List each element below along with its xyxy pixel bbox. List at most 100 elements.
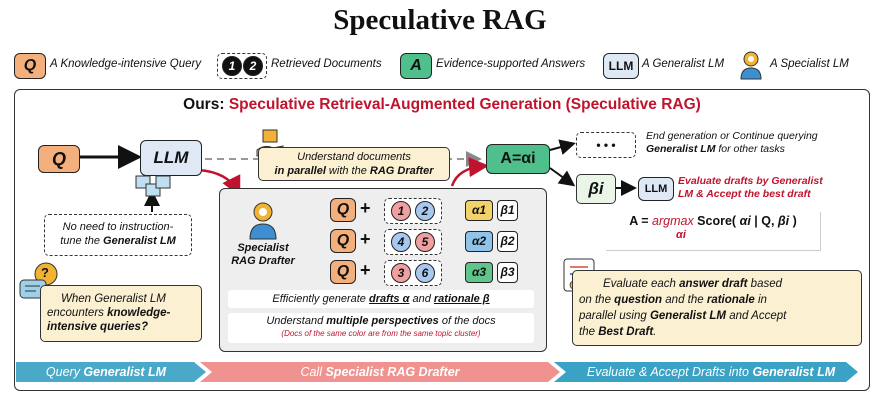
drafter-line1: Specialist (237, 242, 289, 254)
row2-query: Q (330, 229, 356, 253)
formula-b: Score( (693, 214, 740, 228)
formula-sub: αi (676, 229, 686, 241)
end-line2a: Generalist LM (646, 143, 716, 155)
band-call: Call Specialist RAG Drafter (210, 362, 550, 382)
argmax-formula: A = argmax Score( αi | Q, βi ) αi (606, 212, 821, 251)
understand-docs-box: Understand documents in parallel with th… (258, 147, 450, 181)
understand-line2c: RAG Drafter (369, 165, 434, 177)
evaluate-line1: Evaluate drafts by Generalist (678, 175, 823, 187)
beta-node: βi (576, 174, 616, 204)
row1-alpha: α1 (465, 200, 493, 221)
formula-e: βi (777, 214, 790, 228)
evaluate-drafts-text: Evaluate drafts by Generalist LM & Accep… (678, 175, 868, 201)
row3-plus: + (360, 260, 371, 280)
frame-header: Ours: Speculative Retrieval-Augmented Ge… (14, 96, 870, 114)
row2-doc-a: 4 (391, 232, 411, 252)
eval-line2: on the question and the rationale in (579, 294, 767, 306)
efficient-d: rationale β (433, 293, 490, 305)
row2-plus: + (360, 229, 371, 249)
no-instruction-line2a: tune the (60, 235, 104, 247)
header-name: Speculative Retrieval-Augmented Generati… (228, 96, 701, 113)
band-evaluate: Evaluate & Accept Drafts into Generalist… (566, 362, 856, 382)
row2-alpha: α2 (465, 231, 493, 252)
end-generation-text: End generation or Continue querying Gene… (646, 130, 866, 156)
formula-c: αi (739, 214, 751, 228)
legend-docs-label: Retrieved Documents (271, 58, 382, 70)
formula-a: A = (629, 214, 653, 228)
drafter-line2: RAG Drafter (231, 255, 295, 267)
understand-line2a: in parallel (274, 165, 326, 177)
row2-doc-b: 5 (415, 232, 435, 252)
query-node: Q (38, 145, 80, 173)
understand-line2b: with the (325, 165, 370, 177)
band-call-a: Call (300, 365, 326, 379)
row3-doc-a: 3 (391, 263, 411, 283)
generalist-line3: intensive queries? (47, 321, 148, 333)
end-line1: End generation or Continue querying (646, 130, 818, 142)
page-title: Speculative RAG (333, 4, 547, 36)
generalist-line2b: knowledge- (107, 307, 171, 319)
perspectives-c: of the docs (438, 315, 496, 327)
efficient-a: Efficiently generate (272, 293, 369, 305)
eval-line3: parallel using Generalist LM and Accept (579, 310, 787, 322)
row3-alpha: α3 (465, 262, 493, 283)
band-evaluate-a: Evaluate & Accept Drafts into (586, 365, 753, 379)
no-instruction-line1: No need to instruction- (62, 221, 174, 233)
question-mark-icon: ? (41, 265, 49, 280)
row2-beta: β2 (497, 231, 518, 252)
header-prefix: Ours: (183, 96, 225, 113)
legend-answer-chip: A (400, 53, 432, 79)
row1-doc-a: 1 (391, 201, 411, 221)
band-evaluate-b: Generalist LM (752, 365, 836, 379)
evaluate-line2: LM & Accept the best draft (678, 188, 811, 200)
band-query-b: Generalist LM (83, 365, 167, 379)
legend-query-label: A Knowledge-intensive Query (50, 58, 202, 70)
legend-doc-2: 2 (243, 56, 263, 76)
row1-query: Q (330, 198, 356, 222)
efficient-box: Efficiently generate drafts α and ration… (228, 290, 534, 308)
understand-line1: Understand documents (297, 151, 411, 163)
end-line2b: for other tasks (715, 143, 785, 155)
legend-llm-chip: LLM (603, 53, 639, 79)
no-instruction-line2b: Generalist LM (103, 235, 176, 247)
chat-bubble-icon (19, 262, 58, 299)
row3-beta: β3 (497, 262, 518, 283)
formula-d: | Q, (750, 214, 778, 228)
legend-doc-1: 1 (222, 56, 242, 76)
perspectives-a: Understand (266, 315, 327, 327)
row3-query: Q (330, 260, 356, 284)
band-call-b: Specialist RAG Drafter (325, 365, 460, 379)
row3-doc-b: 6 (415, 263, 435, 283)
legend-query-chip: Q (14, 53, 46, 79)
specialist-icon (740, 51, 762, 80)
efficient-b: drafts α (368, 293, 410, 305)
row1-beta: β1 (497, 200, 518, 221)
eval-line4: the Best Draft. (579, 326, 657, 338)
main-frame (14, 89, 870, 391)
generalist-llm-node: LLM (140, 140, 202, 176)
continue-dots-box: • • • (576, 132, 636, 158)
band-query: Query Generalist LM (16, 362, 196, 382)
eval-line1: Evaluate each answer draft based (603, 278, 783, 290)
generalist-line1: When Generalist LM (61, 293, 166, 305)
generalist-line2a: encounters (47, 307, 108, 319)
legend-answer-label: Evidence-supported Answers (436, 58, 586, 70)
formula-f: ) (789, 214, 797, 228)
drafter-label: Specialist RAG Drafter (228, 242, 298, 268)
perspectives-box: Understand multiple perspectives of the … (228, 313, 534, 343)
band-query-a: Query (45, 365, 84, 379)
efficient-c: and (409, 293, 434, 305)
formula-argmax: argmax (652, 214, 694, 228)
specialist-drafter-icon (249, 202, 277, 240)
row1-plus: + (360, 198, 371, 218)
legend-specialist-label: A Specialist LM (770, 58, 849, 70)
answer-node: A=αi (486, 144, 550, 174)
row1-doc-b: 2 (415, 201, 435, 221)
evaluate-answer-box: Evaluate each answer draft based on the … (572, 270, 862, 346)
generalist-question-box: When Generalist LM encounters knowledge-… (40, 285, 202, 342)
color-note: (Docs of the same color are from the sam… (281, 329, 481, 338)
no-instruction-note: No need to instruction- tune the General… (44, 214, 192, 256)
cubes-icon (135, 175, 171, 197)
evaluator-llm-node: LLM (638, 177, 674, 201)
